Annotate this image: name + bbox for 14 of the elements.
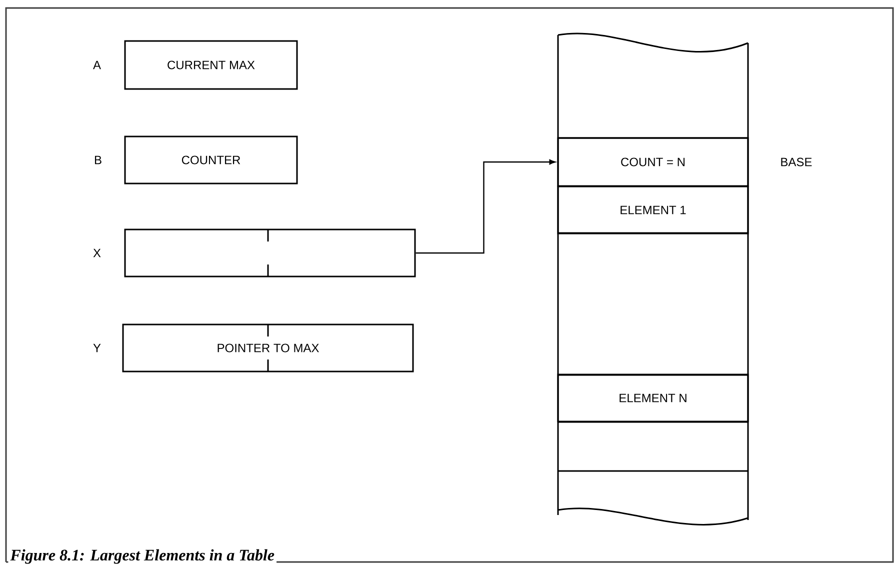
figure-caption: Figure 8.1: Largest Elements in a Table xyxy=(8,547,277,566)
register-label: X xyxy=(93,248,101,258)
table-cell: ELEMENT 1 xyxy=(557,186,749,234)
table-cell: COUNT = N xyxy=(557,137,749,187)
register-box: COUNTER xyxy=(124,136,298,184)
register-label: B xyxy=(95,156,102,164)
register-box xyxy=(124,228,416,278)
register-label: A xyxy=(93,60,101,70)
address-label: BASE xyxy=(781,158,812,166)
register-label: Y xyxy=(93,344,101,352)
arrow xyxy=(416,159,556,254)
register-box: CURRENT MAX xyxy=(124,40,298,90)
register-box: POINTER TO MAX xyxy=(122,324,414,372)
table-cell: ELEMENT N xyxy=(557,374,749,422)
